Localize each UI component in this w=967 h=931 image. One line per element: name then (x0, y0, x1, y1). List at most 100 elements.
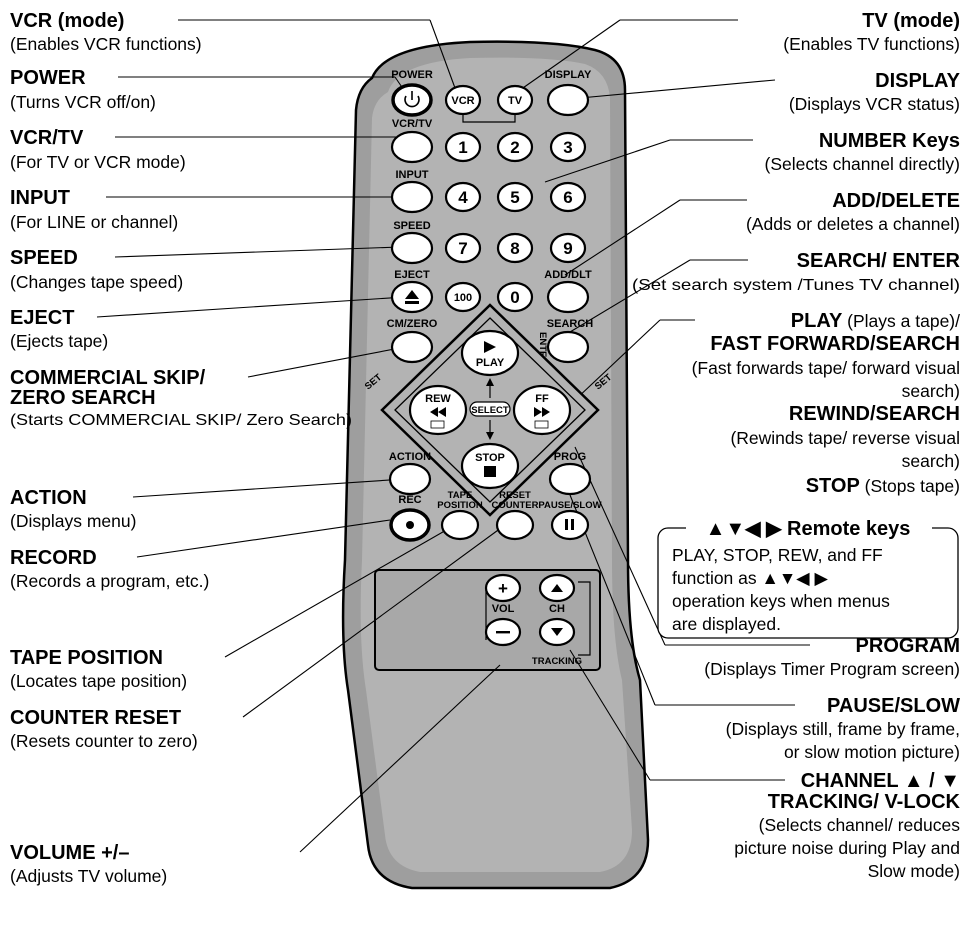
fast-forward-icon (534, 407, 550, 417)
tape-position-button[interactable] (440, 509, 480, 541)
search-button[interactable] (546, 330, 590, 364)
key-2-label: 2 (510, 138, 519, 157)
ch-down-button[interactable] (538, 617, 576, 647)
vcr-tv-button[interactable] (390, 130, 434, 164)
pause-slow-button[interactable] (550, 509, 590, 541)
input-title: INPUT (10, 187, 70, 209)
vcr-tv-desc: (For TV or VCR mode) (10, 152, 186, 172)
ff-button[interactable]: FF (512, 384, 572, 436)
key-100[interactable]: 100 (444, 281, 482, 313)
action-desc: (Displays menu) (10, 511, 136, 531)
tv-mode-title: TV (mode) (862, 10, 960, 32)
eject-icon (405, 290, 419, 304)
display-button[interactable] (546, 83, 590, 117)
select-label: SELECT (471, 405, 509, 416)
play-desc: (Plays a tape)/ (842, 311, 960, 331)
key-6[interactable]: 6 (549, 181, 587, 213)
enter-label: ENTER (537, 332, 548, 364)
vcr-button[interactable]: VCR (444, 84, 482, 116)
power-key-label: POWER (391, 69, 433, 81)
stop-button[interactable]: STOP (460, 442, 520, 490)
record-icon (406, 521, 414, 529)
key-0[interactable]: 0 (496, 281, 534, 313)
vol-plus-button[interactable]: + (484, 573, 522, 603)
input-button[interactable] (390, 180, 434, 214)
remote-buttons: POWER DISPLAY VCR TV VCR/TV 1 2 3 IN (363, 69, 614, 667)
display-key-label: DISPLAY (545, 69, 592, 81)
key-8-label: 8 (510, 239, 519, 258)
key-1[interactable]: 1 (444, 131, 482, 163)
tracking-label: TRACKING (532, 656, 582, 667)
search-enter-title: SEARCH/ ENTER (797, 250, 961, 272)
add-dlt-button[interactable] (546, 280, 590, 314)
remote-keys-line-2: function as ▲▼◀ ▶ (672, 568, 828, 588)
stop-title: STOP (806, 475, 860, 497)
number-keys-title: NUMBER Keys (819, 130, 960, 152)
tv-mode-desc: (Enables TV functions) (783, 34, 960, 54)
channel-title: CHANNEL ▲ / ▼ (801, 770, 960, 792)
remote-keys-line-1: PLAY, STOP, REW, and FF (672, 545, 883, 565)
key-4[interactable]: 4 (444, 181, 482, 213)
key-0-label: 0 (510, 288, 519, 307)
key-3[interactable]: 3 (549, 131, 587, 163)
key-5-label: 5 (510, 188, 519, 207)
pause-slow-title: PAUSE/SLOW (827, 695, 960, 717)
action-button[interactable] (388, 462, 432, 496)
stop-callout: STOP (Stops tape) (806, 475, 960, 497)
key-9[interactable]: 9 (549, 232, 587, 264)
left-callouts: VCR (mode) (Enables VCR functions) POWER… (10, 10, 352, 886)
rec-button[interactable] (389, 508, 431, 542)
tape-position-desc: (Locates tape position) (10, 671, 187, 691)
cm-zero-key-label: CM/ZERO (387, 318, 438, 330)
commercial-skip-title: COMMERCIAL SKIP/ (10, 367, 206, 389)
tracking-title: TRACKING/ V-LOCK (768, 791, 961, 813)
key-5[interactable]: 5 (496, 181, 534, 213)
tape-position-key-label-2: POSITION (437, 500, 483, 511)
key-2[interactable]: 2 (496, 131, 534, 163)
fast-forward-desc-1: (Fast forwards tape/ forward visual (692, 358, 960, 378)
speed-title: SPEED (10, 247, 78, 269)
reset-counter-key-label-2: COUNTER (492, 500, 539, 511)
rew-key-label: REW (425, 393, 451, 405)
fast-forward-desc-2: search) (902, 381, 960, 401)
tv-button[interactable]: TV (496, 84, 534, 116)
rec-key-label: REC (398, 494, 421, 506)
vcr-mode-desc: (Enables VCR functions) (10, 34, 202, 54)
rewind-title: REWIND/SEARCH (789, 403, 960, 425)
action-title: ACTION (10, 487, 87, 509)
key-7[interactable]: 7 (444, 232, 482, 264)
power-button[interactable] (391, 83, 433, 117)
pause-slow-desc-1: (Displays still, frame by frame, (726, 719, 960, 739)
play-key-label: PLAY (476, 357, 505, 369)
add-delete-desc: (Adds or deletes a channel) (746, 214, 960, 234)
play-title: PLAY (791, 310, 843, 332)
tv-key-label: TV (508, 95, 523, 107)
rewind-icon (430, 407, 446, 417)
cm-zero-button[interactable] (390, 330, 434, 364)
rew-button[interactable]: REW (408, 384, 468, 436)
speed-button[interactable] (390, 231, 434, 265)
remote-keys-line-3: operation keys when menus (672, 591, 890, 611)
prog-button[interactable] (548, 462, 592, 496)
add-delete-title: ADD/DELETE (832, 190, 960, 212)
ch-up-button[interactable] (538, 573, 576, 603)
play-button[interactable]: PLAY (460, 329, 520, 377)
search-enter-desc: (Set search system /Tunes TV channel) (632, 277, 960, 294)
key-8[interactable]: 8 (496, 232, 534, 264)
key-9-label: 9 (563, 239, 572, 258)
eject-button[interactable] (390, 280, 434, 314)
play-icon (484, 341, 496, 353)
vol-minus-button[interactable] (484, 617, 522, 647)
number-keys-desc: (Selects channel directly) (765, 154, 961, 174)
eject-desc: (Ejects tape) (10, 331, 108, 351)
vcr-tv-title: VCR/TV (10, 127, 84, 149)
vol-ch-brackets (485, 581, 591, 656)
volume-title: VOLUME +/– (10, 842, 129, 864)
speed-key-label: SPEED (393, 220, 430, 232)
pause-slow-desc-2: or slow motion picture) (784, 742, 960, 762)
reset-counter-button[interactable] (495, 509, 535, 541)
down-triangle-icon (551, 628, 563, 636)
play-callout: PLAY (Plays a tape)/ (791, 310, 960, 332)
key-100-label: 100 (454, 292, 472, 304)
channel-desc-3: Slow mode) (868, 861, 960, 881)
